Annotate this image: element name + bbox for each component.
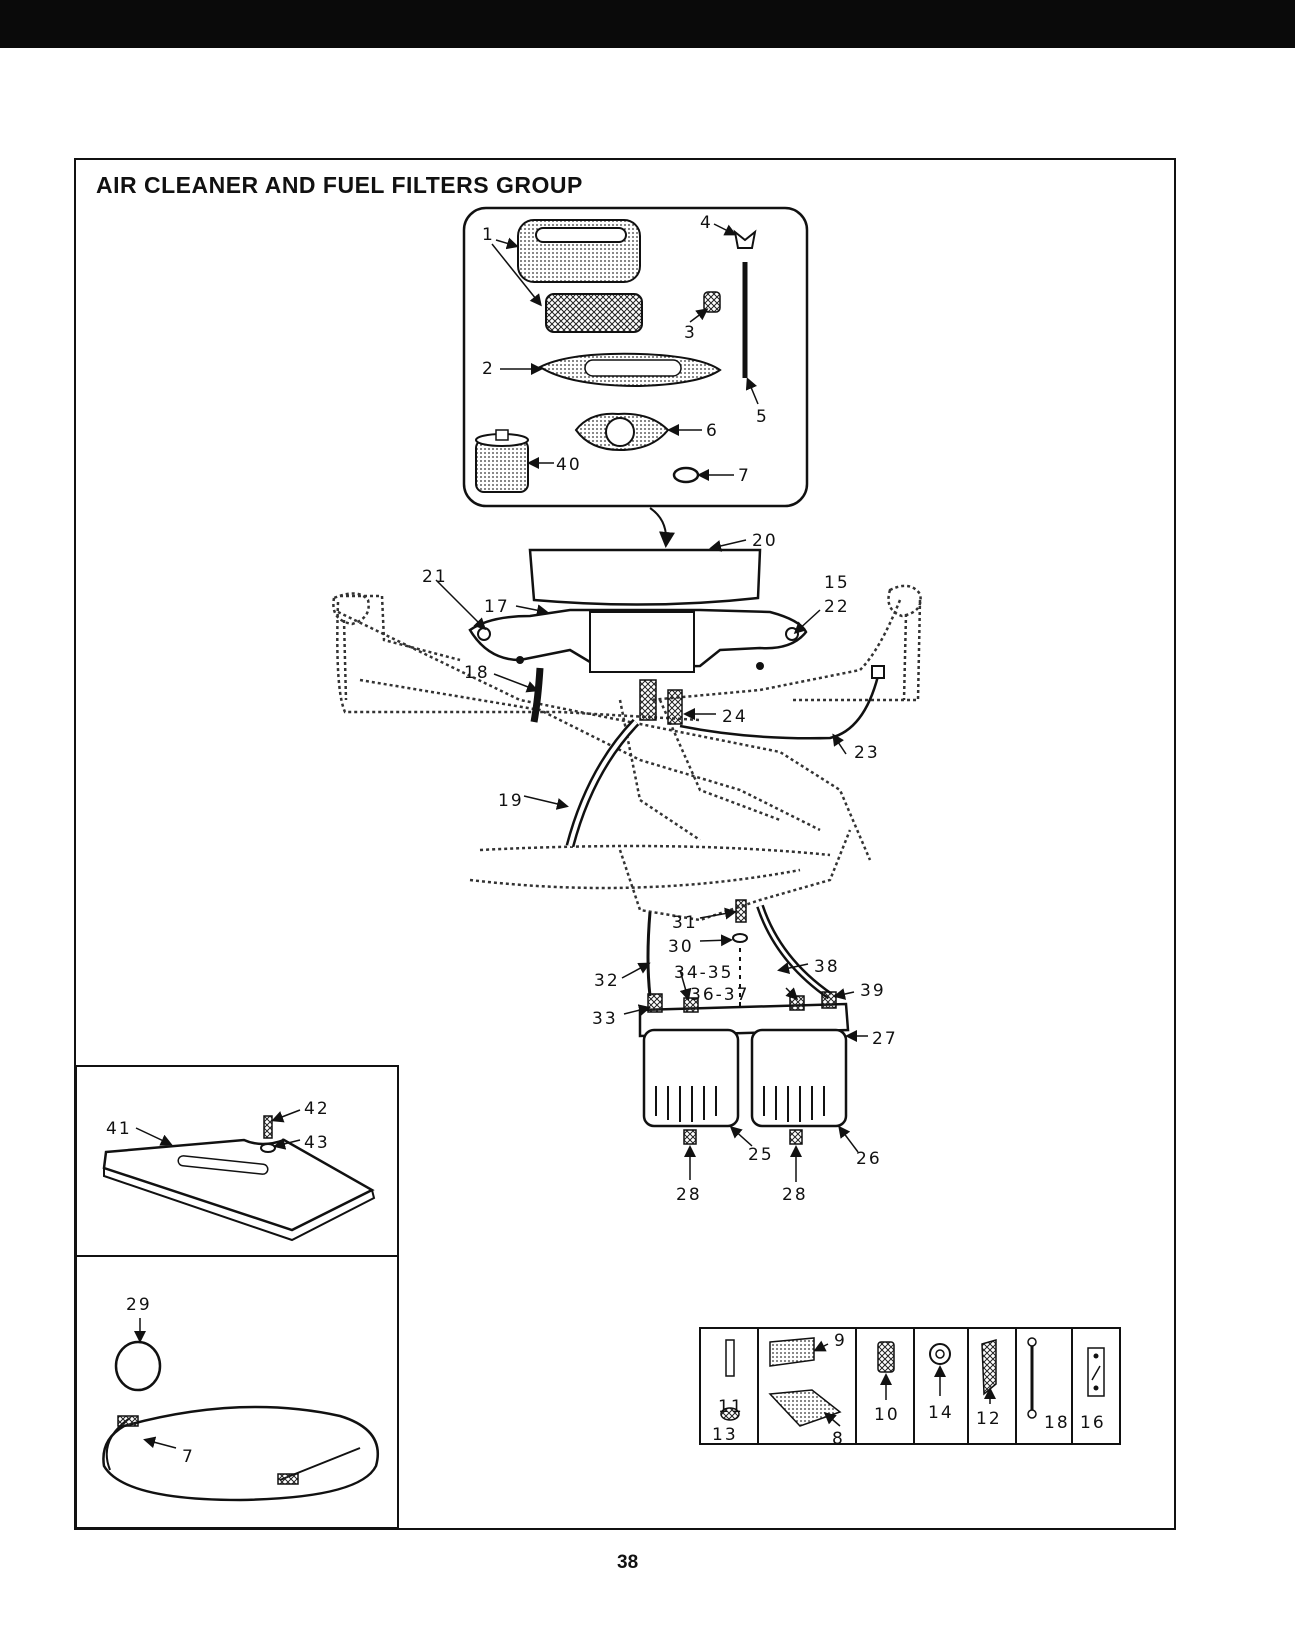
part-28-drain-left xyxy=(684,1130,696,1144)
callout-16: 16 xyxy=(1080,1413,1106,1433)
callout-5: 5 xyxy=(756,407,769,427)
callout-14: 14 xyxy=(928,1403,954,1423)
right-manifold-ghost xyxy=(889,586,921,700)
callout-11: 11 xyxy=(718,1397,744,1417)
callout-20: 20 xyxy=(752,531,778,551)
callout-28-left: 28 xyxy=(676,1185,702,1205)
callout-21: 21 xyxy=(422,567,448,587)
part-28-drain-right xyxy=(790,1130,802,1144)
callout-28-right: 28 xyxy=(782,1185,808,1205)
part-30-washer xyxy=(733,934,747,942)
callout-36-37: 36-37 xyxy=(690,985,749,1005)
callout-30: 30 xyxy=(668,937,694,957)
callout-24: 24 xyxy=(722,707,748,727)
part-1-element xyxy=(546,294,642,332)
part-39-fitting xyxy=(822,992,836,1008)
callout-38: 38 xyxy=(814,957,840,977)
callout-42: 42 xyxy=(304,1099,330,1119)
callout-19: 19 xyxy=(498,791,524,811)
part-4-wing-nut xyxy=(735,232,755,248)
part-40-cup xyxy=(476,430,528,492)
part-1-cover xyxy=(518,220,640,282)
part-32-line xyxy=(648,912,650,996)
main-assembly xyxy=(333,540,920,1182)
callout-18: 18 xyxy=(464,663,490,683)
callout-12: 12 xyxy=(976,1409,1002,1429)
callout-22: 22 xyxy=(824,597,850,617)
callout-15: 15 xyxy=(824,573,850,593)
callout-9: 9 xyxy=(834,1331,847,1351)
callout-4: 4 xyxy=(700,213,713,233)
part-21-22-manifold xyxy=(470,610,806,672)
callout-6: 6 xyxy=(706,421,719,441)
callout-7: 7 xyxy=(738,466,751,486)
callout-39: 39 xyxy=(860,981,886,1001)
callout-31: 31 xyxy=(672,913,698,933)
part-2-gasket xyxy=(540,354,720,386)
part-20-housing xyxy=(530,550,760,605)
part-38-hose xyxy=(760,906,830,996)
callout-26: 26 xyxy=(856,1149,882,1169)
callout-41: 41 xyxy=(106,1119,132,1139)
callout-18-strip: 18 xyxy=(1044,1413,1070,1433)
part-3-nut xyxy=(704,292,720,312)
callout-29: 29 xyxy=(126,1295,152,1315)
callout-8: 8 xyxy=(832,1429,845,1449)
air-cleaner-inset xyxy=(464,208,807,544)
callout-10: 10 xyxy=(874,1405,900,1425)
part-7-clamp xyxy=(674,468,698,482)
inset-41-panel xyxy=(76,1066,398,1256)
part-6-flange xyxy=(576,414,668,450)
page-number: 38 xyxy=(617,1552,638,1574)
callout-33: 33 xyxy=(592,1009,618,1029)
part-18-breather xyxy=(534,668,540,722)
callout-27: 27 xyxy=(872,1029,898,1049)
callout-32: 32 xyxy=(594,971,620,991)
callout-7-hose: 7 xyxy=(182,1447,195,1467)
callout-17: 17 xyxy=(484,597,510,617)
callout-34-35: 34-35 xyxy=(674,963,733,983)
callout-1: 1 xyxy=(482,225,495,245)
part-33-fitting xyxy=(648,994,662,1012)
callout-13: 13 xyxy=(712,1425,738,1445)
callout-25: 25 xyxy=(748,1145,774,1165)
callout-2: 2 xyxy=(482,359,495,379)
callout-43: 43 xyxy=(304,1133,330,1153)
part-31-bolt xyxy=(736,900,746,922)
callout-23: 23 xyxy=(854,743,880,763)
callout-labels: 1 2 3 4 5 6 7 40 20 21 17 15 22 18 24 23… xyxy=(106,213,1106,1467)
callout-40: 40 xyxy=(556,455,582,475)
inset-29-7-panel xyxy=(76,1256,398,1528)
callout-3: 3 xyxy=(684,323,697,343)
